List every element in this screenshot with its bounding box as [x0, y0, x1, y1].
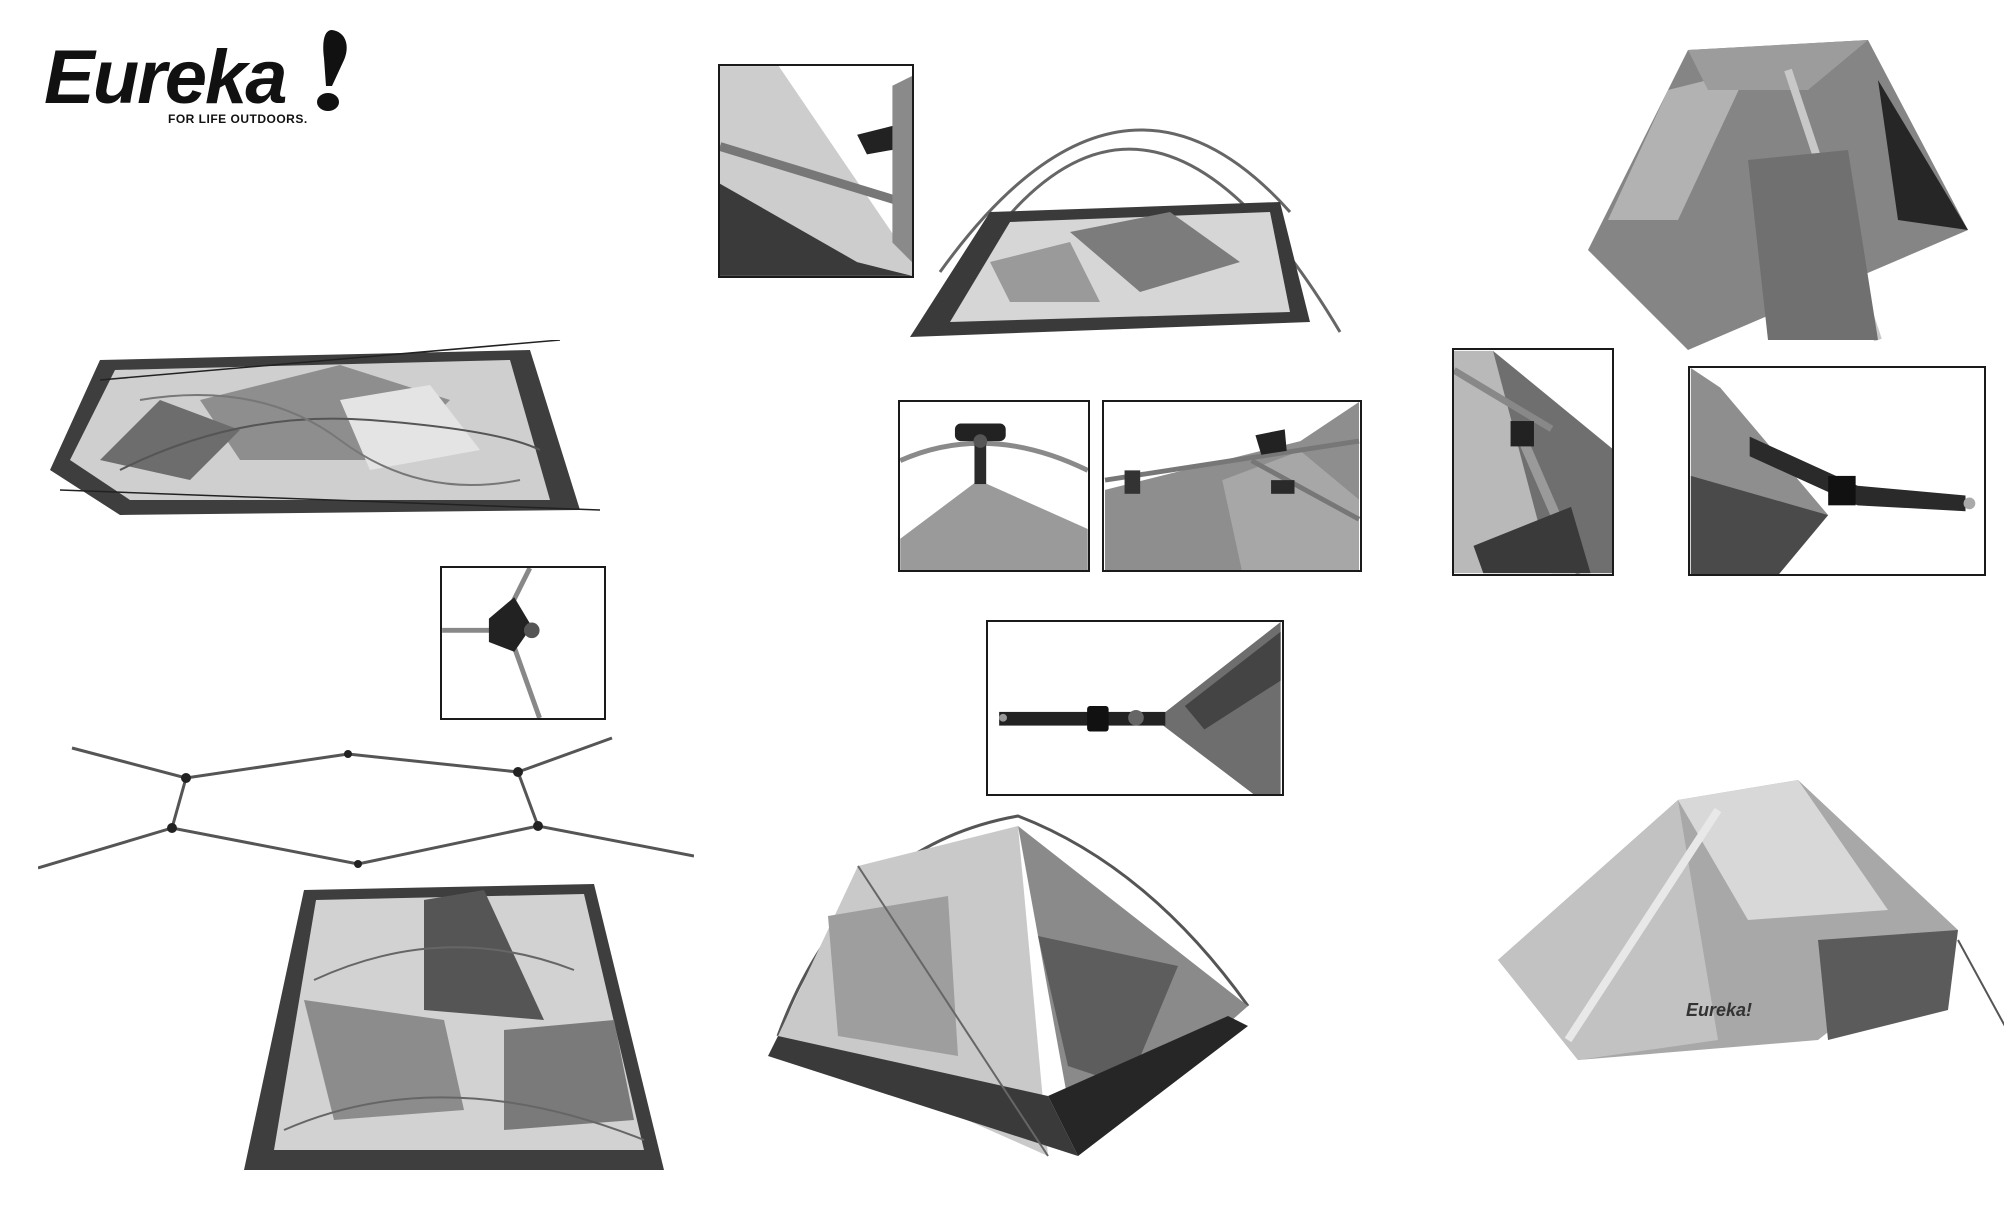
pole-top-clip-detail-frame — [898, 400, 1090, 572]
pole-hub-detail-frame — [440, 566, 606, 720]
pole-crossing-clip-detail-frame — [1102, 400, 1362, 572]
logo-wordmark: Eureka — [44, 40, 286, 116]
tent-with-rainfly-front-illustration: Eureka! — [1488, 780, 2004, 1090]
tent-with-rainfly-rear-illustration — [1548, 30, 1994, 360]
flat-tent-body-illustration — [40, 340, 610, 520]
corner-pole-clip-detail-frame — [718, 64, 914, 278]
tent-logo-print: Eureka! — [1686, 1000, 1752, 1021]
tent-body-folded-illustration — [244, 880, 670, 1180]
rainfly-pole-sleeve-detail-frame — [1452, 348, 1614, 576]
pitched-tent-inner-illustration — [748, 806, 1260, 1176]
pole-frame-illustration — [38, 734, 694, 874]
rainfly-buckle-strap-detail-frame — [1688, 366, 1986, 576]
tent-body-with-poles-illustration — [910, 52, 1370, 342]
logo-tagline: FOR LIFE OUTDOORS. — [168, 112, 308, 126]
stake-loop-webbing-detail-frame — [986, 620, 1284, 796]
exclamation-logo-icon — [306, 28, 350, 114]
